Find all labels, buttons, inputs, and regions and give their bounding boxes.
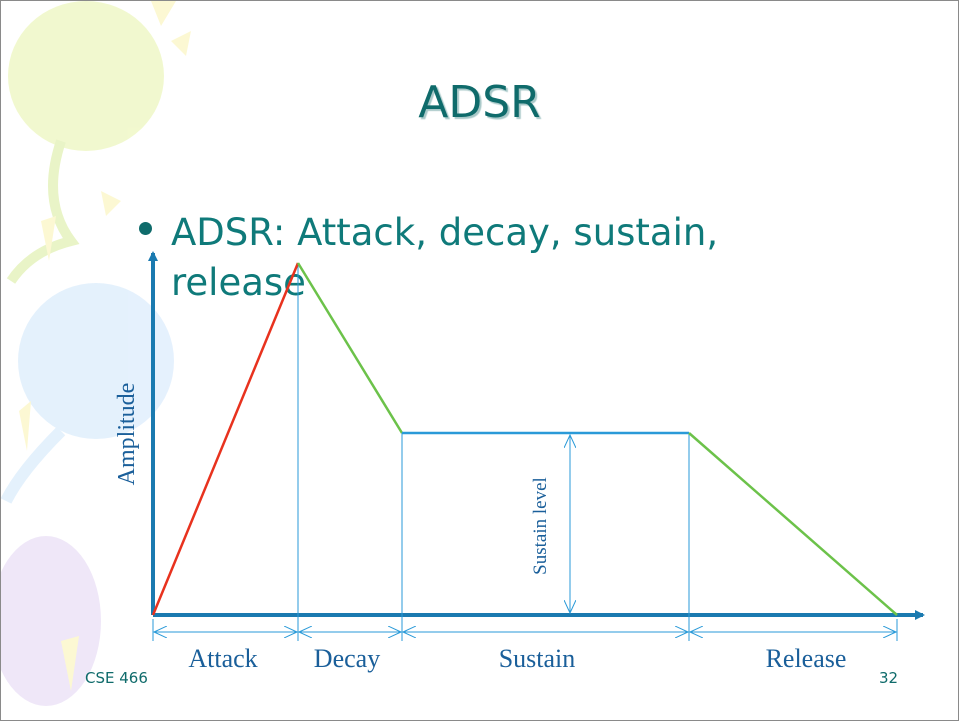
balloon-string	[6, 139, 80, 284]
balloon-string	[1, 426, 66, 504]
burst-ray	[171, 31, 191, 56]
phase-label-release: Release	[766, 644, 847, 673]
balloon-yellow-green	[8, 1, 164, 151]
burst-ray	[19, 401, 31, 451]
burst-ray	[101, 191, 121, 216]
phase-label-attack: Attack	[188, 644, 257, 673]
balloon-blue	[18, 283, 174, 439]
bullet-icon	[139, 222, 152, 235]
y-axis-label: Amplitude	[114, 383, 140, 486]
attack-segment	[151, 262, 300, 616]
burst-ray	[41, 216, 56, 261]
phase-label-sustain: Sustain	[499, 644, 576, 673]
phase-label-decay: Decay	[314, 644, 380, 673]
release-segment	[688, 432, 898, 616]
footer-course-code: CSE 466	[85, 669, 148, 687]
slide-number: 32	[879, 669, 899, 687]
balloon-purple	[1, 536, 101, 706]
bullet-text: ADSR: Attack, decay, sustain, release	[171, 211, 719, 304]
slide-title: ADSR	[418, 77, 541, 128]
burst-ray	[61, 636, 79, 691]
decay-segment	[296, 262, 404, 434]
burst-ray	[151, 1, 176, 26]
sustain-level-label: Sustain level	[530, 477, 551, 575]
